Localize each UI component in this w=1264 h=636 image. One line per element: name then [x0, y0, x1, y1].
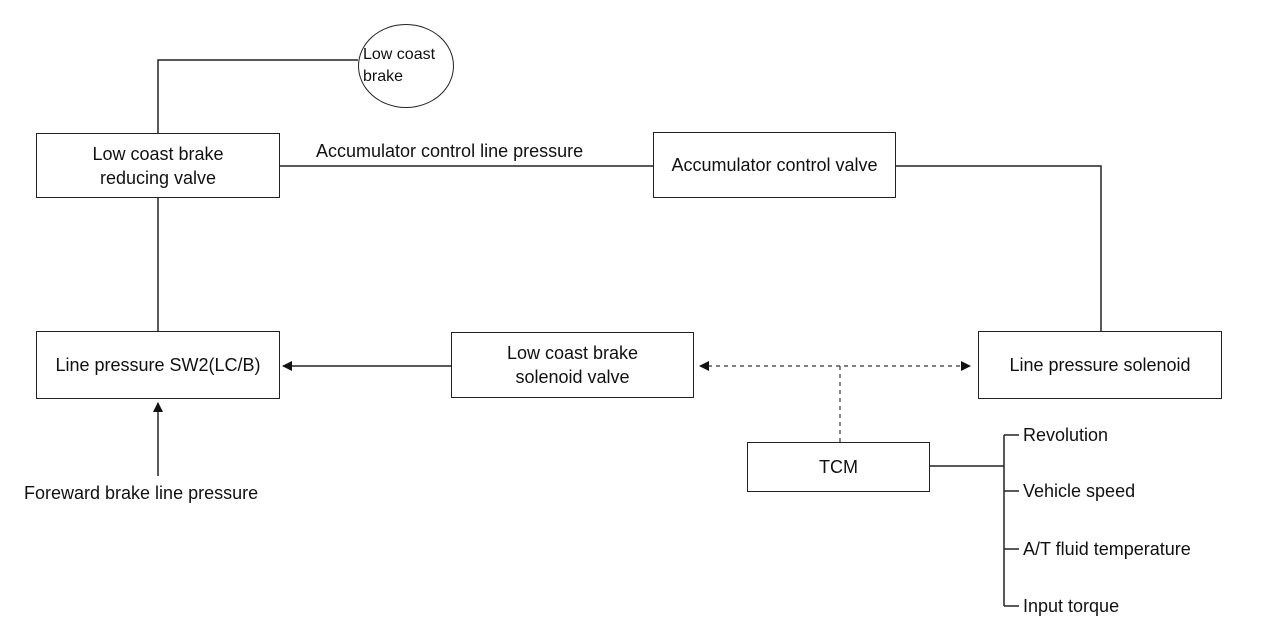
solenoid-valve-box: Low coast brake solenoid valve [451, 332, 694, 398]
forward-brake-line-pressure-label: Foreward brake line pressure [24, 483, 259, 503]
line-pressure-sw2-box: Line pressure SW2(LC/B) [36, 331, 280, 399]
tcm-input-fluid-temperature: A/T fluid temperature [1023, 539, 1191, 559]
tcm-input-revolution: Revolution [1023, 425, 1109, 445]
reducing-valve-box: Low coast brake reducing valve [36, 133, 280, 198]
accumulator-control-valve-box: Accumulator control valve [653, 132, 896, 198]
low-coast-brake-circle: Low coast brake [358, 24, 454, 108]
solenoid-valve-label: Low coast brake solenoid valve [506, 343, 639, 387]
line-pressure-sw2-label: Line pressure SW2(LC/B) [55, 355, 261, 375]
reducing-valve-label: Low coast brake reducing valve [92, 143, 224, 188]
line-brake-to-reducing-valve [157, 59, 358, 134]
line-pressure-solenoid-box: Line pressure solenoid [978, 331, 1222, 399]
tcm-box: TCM [747, 442, 930, 492]
tcm-input-torque: Input torque [1023, 596, 1120, 616]
accumulator-control-valve-label: Accumulator control valve [671, 155, 878, 175]
accumulator-line-pressure-label: Accumulator control line pressure [316, 141, 584, 161]
tcm-input-vehicle-speed: Vehicle speed [1023, 481, 1136, 501]
line-pressure-solenoid-label: Line pressure solenoid [1009, 355, 1191, 375]
line-accumulator-to-solenoid [896, 165, 1102, 332]
low-coast-brake-label: Low coast brake [363, 46, 436, 85]
tcm-label: TCM [819, 457, 858, 477]
